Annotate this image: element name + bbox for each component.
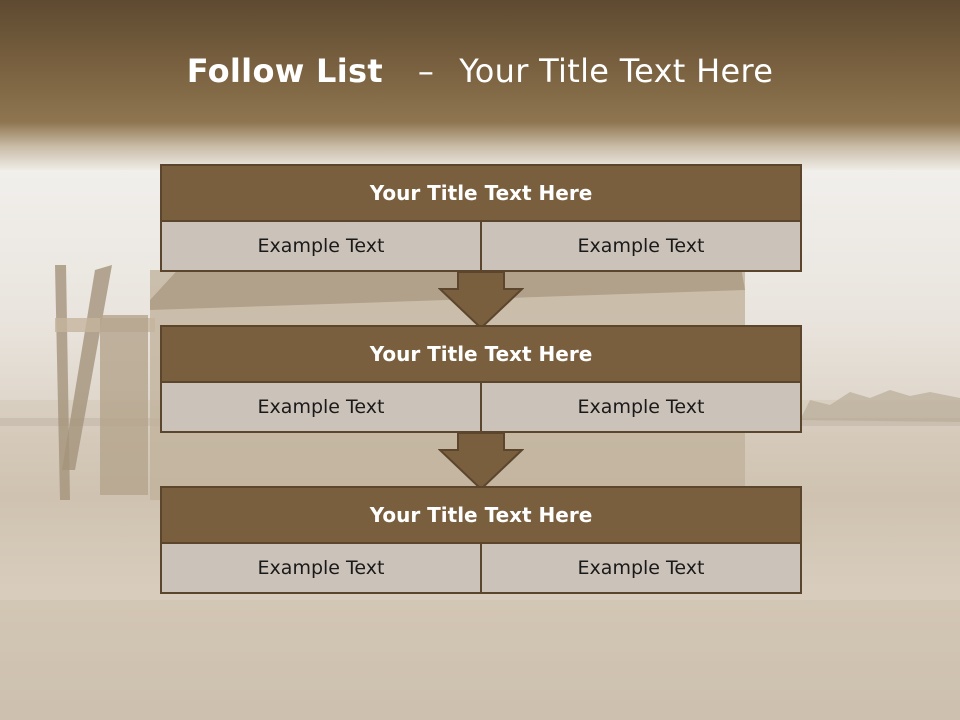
block-cell-right: Example Text xyxy=(482,383,802,433)
title-bold: Follow List xyxy=(186,52,383,90)
block-row: Example Text Example Text xyxy=(160,222,802,272)
block-cell-left: Example Text xyxy=(160,544,482,594)
block-title: Your Title Text Here xyxy=(160,164,802,222)
block-cell-right: Example Text xyxy=(482,544,802,594)
block-row: Example Text Example Text xyxy=(160,383,802,433)
list-block-1: Your Title Text Here Example Text Exampl… xyxy=(160,164,802,272)
page-title: Follow List – Your Title Text Here xyxy=(0,52,960,90)
block-title: Your Title Text Here xyxy=(160,486,802,544)
title-subtext: Your Title Text Here xyxy=(459,52,774,90)
list-block-3: Your Title Text Here Example Text Exampl… xyxy=(160,486,802,594)
block-cell-left: Example Text xyxy=(160,383,482,433)
block-row: Example Text Example Text xyxy=(160,544,802,594)
down-arrow-icon xyxy=(438,432,524,490)
block-cell-right: Example Text xyxy=(482,222,802,272)
list-block-2: Your Title Text Here Example Text Exampl… xyxy=(160,325,802,433)
block-title: Your Title Text Here xyxy=(160,325,802,383)
header-band xyxy=(0,0,960,170)
block-cell-left: Example Text xyxy=(160,222,482,272)
down-arrow-icon xyxy=(438,271,524,329)
title-separator: – xyxy=(417,52,435,90)
